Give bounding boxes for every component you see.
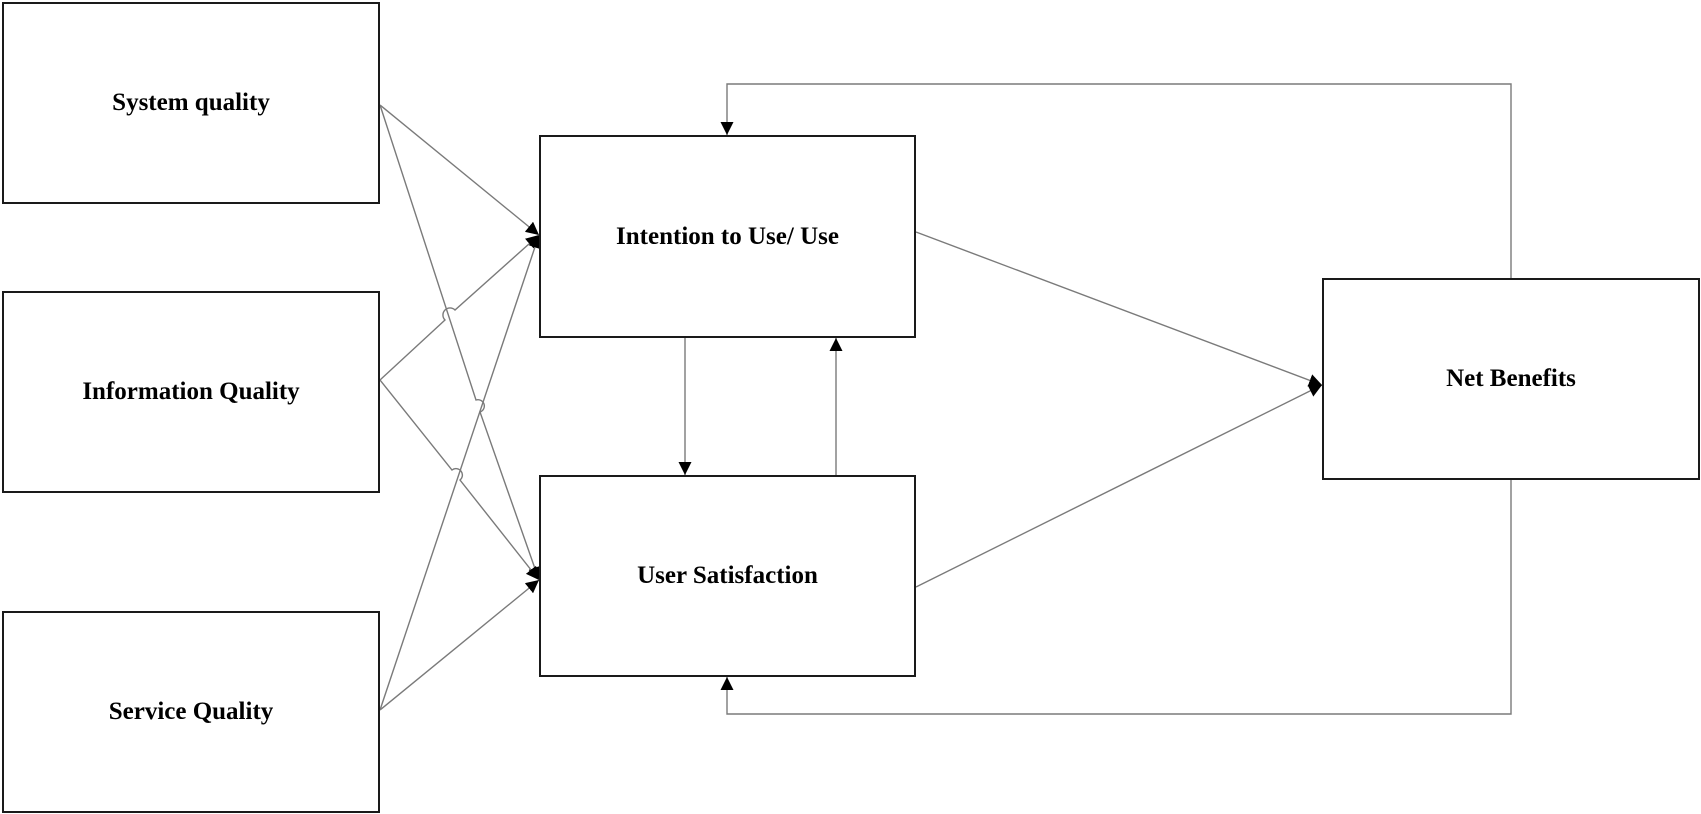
net-benefits-box: Net Benefits	[1322, 278, 1700, 480]
edge-netbenefits-to-satisfaction	[720, 480, 1512, 715]
system-quality-label: System quality	[112, 89, 270, 116]
edge-intention-to-netbenefits	[915, 231, 1323, 387]
edge-system-to-intention	[379, 104, 540, 236]
service-quality-label: Service Quality	[108, 698, 274, 725]
edge-information-to-intention	[379, 234, 540, 381]
edge-service-to-intention	[379, 234, 542, 711]
intention-to-use-box: Intention to Use/ Use	[539, 135, 916, 338]
edge-system-to-satisfaction	[379, 104, 541, 581]
edge-netbenefits-to-intention	[720, 83, 1512, 278]
information-quality-box: Information Quality	[2, 291, 380, 493]
edge-service-to-satisfaction	[379, 579, 540, 711]
system-quality-box: System quality	[2, 2, 380, 204]
user-satisfaction-label: User Satisfaction	[637, 562, 818, 589]
edge-satisfaction-to-netbenefits	[915, 384, 1323, 588]
service-quality-box: Service Quality	[2, 611, 380, 813]
information-quality-label: Information Quality	[82, 378, 300, 405]
edge-information-to-satisfaction	[379, 379, 540, 581]
user-satisfaction-box: User Satisfaction	[539, 475, 916, 677]
net-benefits-label: Net Benefits	[1446, 365, 1576, 392]
intention-to-use-label: Intention to Use/ Use	[616, 222, 839, 250]
